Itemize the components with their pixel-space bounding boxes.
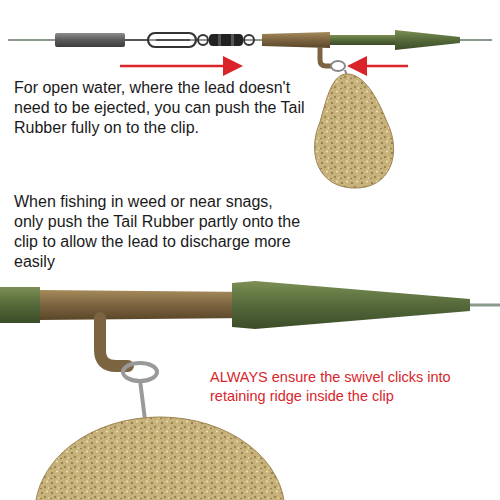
instruction-note: For open water, where the lead doesn't n… [14,78,306,138]
warning-note: ALWAYS ensure the swivel clicks into ret… [210,368,496,406]
instruction-note: When fishing in weed or near snags, only… [14,192,306,272]
